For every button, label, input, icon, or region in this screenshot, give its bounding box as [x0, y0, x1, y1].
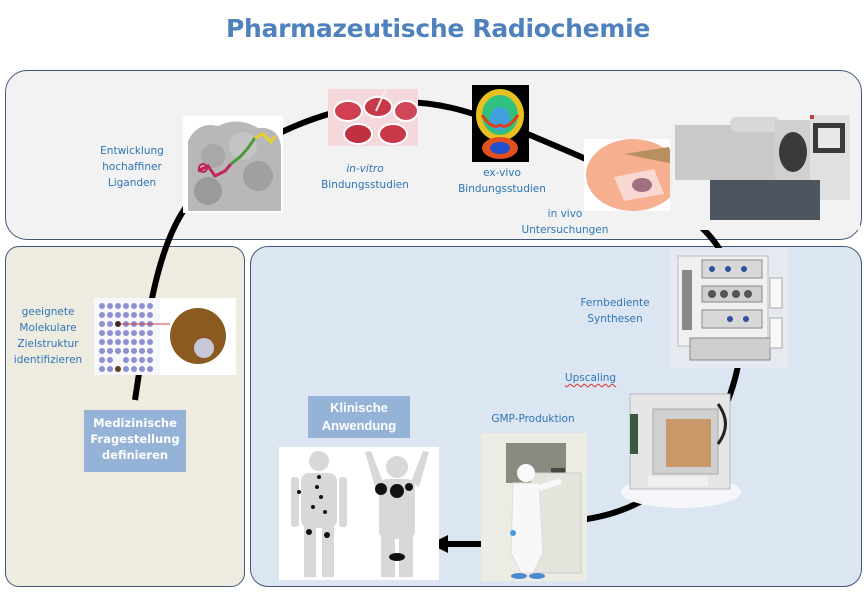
gmp-cleanroom-image	[481, 433, 587, 581]
hot-cell-image	[618, 384, 744, 510]
label-remote-synthesis: Fernbediente Synthesen	[580, 297, 650, 325]
pet-scan-image	[279, 447, 439, 580]
label-ligand-development: Entwicklung hochaffiner Liganden	[100, 145, 164, 189]
label-gmp-production: GMP-Produktion	[491, 413, 575, 425]
label-invitro: in-vitro Bindungsstudien	[321, 163, 409, 191]
mouse-imaging-image	[584, 139, 682, 211]
tissue-microarray-image	[94, 298, 236, 375]
label-exvivo: ex-vivo Bindungsstudien	[458, 167, 546, 195]
medical-question-box: Medizinische Fragestellung definieren	[84, 410, 186, 472]
brain-autoradiography-image	[472, 85, 529, 162]
protein-ligand-image	[183, 116, 283, 213]
label-target-structure: geeignete Molekulare Zielstruktur identi…	[13, 306, 83, 366]
synthesis-module-image	[670, 248, 788, 368]
label-upscaling: Upscaling	[564, 372, 617, 384]
preclinical-scanner-image	[670, 95, 860, 230]
clinical-application-box: Klinische Anwendung	[308, 396, 410, 438]
page-title: Pharmazeutische Radiochemie	[225, 14, 651, 43]
label-invivo: in vivo Untersuchungen	[521, 208, 609, 236]
well-plate-image	[328, 89, 418, 146]
